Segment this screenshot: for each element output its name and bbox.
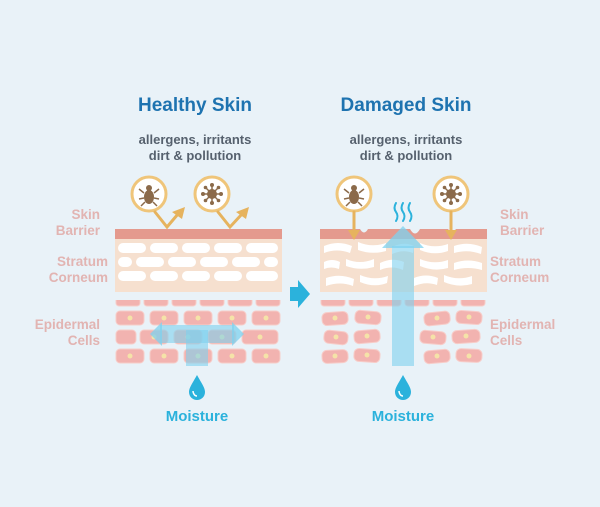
- healthy-threats-line2: dirt & pollution: [148, 148, 242, 163]
- damaged-threats-line1: allergens, irritants: [349, 132, 463, 147]
- label-stratum-corneum-right: Stratum Corneum: [490, 254, 550, 285]
- arrow-right-icon: [290, 280, 310, 308]
- healthy-threats-line1: allergens, irritants: [138, 132, 252, 147]
- healthy-moisture-flow: [150, 322, 244, 366]
- label-skin-barrier-right: Skin Barrier: [500, 207, 545, 238]
- healthy-corneum-cells: [118, 243, 278, 281]
- vapor-icon: [393, 202, 413, 222]
- damaged-skin-block: [320, 202, 487, 400]
- damaged-penetrate-arrows: [348, 210, 457, 240]
- healthy-skin-block: [115, 229, 282, 400]
- damaged-threats-line2: dirt & pollution: [359, 148, 453, 163]
- healthy-deflect-arrows: [153, 210, 244, 230]
- healthy-virus-icon: [193, 175, 231, 213]
- healthy-skin-title: Healthy Skin: [137, 95, 253, 116]
- label-stratum-corneum-left: Stratum Corneum: [48, 254, 108, 285]
- damaged-moisture-flow: [382, 226, 424, 366]
- healthy-barrier-layer: [115, 229, 282, 239]
- damaged-dust-mite-icon: [335, 175, 373, 213]
- healthy-dust-mite-icon: [130, 175, 168, 213]
- label-skin-barrier-left: Skin Barrier: [55, 207, 100, 238]
- healthy-moisture-label: Moisture: [165, 408, 229, 425]
- damaged-moisture-label: Moisture: [371, 408, 435, 425]
- label-epidermal-cells-right: Epidermal Cells: [490, 317, 556, 348]
- label-epidermal-cells-left: Epidermal Cells: [34, 317, 100, 348]
- damaged-virus-icon: [432, 175, 470, 213]
- damaged-skin-title: Damaged Skin: [340, 95, 472, 116]
